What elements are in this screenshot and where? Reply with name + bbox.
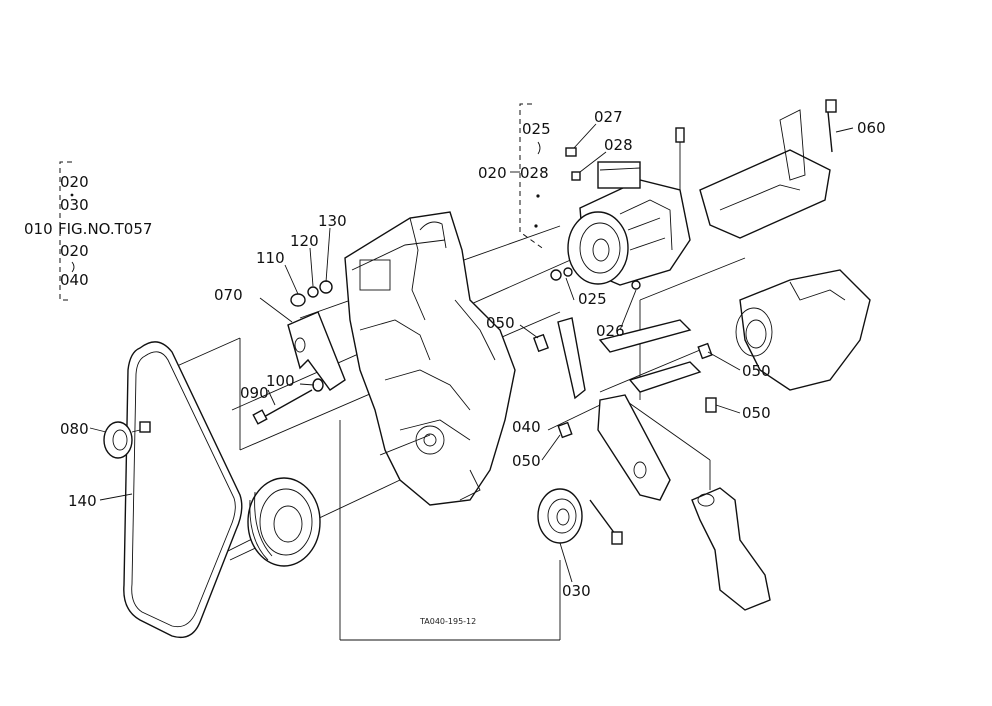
callout-120: 120 [290, 232, 319, 250]
callout-050-c: 050 [742, 404, 771, 422]
upper-group-right: 028 [520, 164, 549, 182]
callout-100: 100 [266, 372, 295, 390]
upper-group-bracket [519, 103, 546, 251]
intake-housing [735, 269, 871, 391]
leader-lines [89, 123, 854, 583]
left-group-top-1: 020 [60, 173, 89, 191]
crank-pulley [247, 477, 321, 567]
callout-027: 027 [594, 108, 623, 126]
left-group-bottom-2: 040 [60, 271, 89, 289]
left-group-main: 010 [24, 220, 53, 238]
callout-026: 026 [596, 322, 625, 340]
callout-080: 080 [60, 420, 89, 438]
upper-right-bracket [699, 99, 837, 239]
tensioner-pulley-030 [537, 488, 623, 545]
callout-labels: 027 028 060 130 120 110 070 025 026 050 … [60, 108, 886, 626]
drawing-code: TA040-195-12 [419, 617, 476, 626]
left-group-bracket [59, 161, 72, 301]
engine-block [344, 211, 516, 506]
callout-090: 090 [240, 384, 269, 402]
upper-callout-group: 025 020 028 [478, 103, 551, 251]
callout-030: 030 [562, 582, 591, 600]
callout-060: 060 [857, 119, 886, 137]
idler-pulley-080 [103, 421, 151, 459]
fig-reference: FIG.NO.T057 [58, 220, 152, 238]
callout-050-d: 050 [512, 452, 541, 470]
callout-050-a: 050 [486, 314, 515, 332]
upper-group-top: 025 [522, 120, 551, 138]
water-outlet [691, 487, 771, 611]
callout-070: 070 [214, 286, 243, 304]
callout-040: 040 [512, 418, 541, 436]
left-group-top-2: 030 [60, 196, 89, 214]
callout-110: 110 [256, 249, 285, 267]
callout-140: 140 [68, 492, 97, 510]
callout-025: 025 [578, 290, 607, 308]
drive-belt [123, 341, 243, 639]
left-group-bottom-1: 020 [60, 242, 89, 260]
upper-group-main: 020 [478, 164, 507, 182]
tensioner-bracket [533, 317, 717, 501]
ac-compressor [550, 127, 691, 290]
callout-050-b: 050 [742, 362, 771, 380]
left-callout-group: 020 030 010 FIG.NO.T057 020 040 [24, 161, 152, 301]
callout-028: 028 [604, 136, 633, 154]
bracket-070 [252, 280, 346, 425]
callout-130: 130 [318, 212, 347, 230]
